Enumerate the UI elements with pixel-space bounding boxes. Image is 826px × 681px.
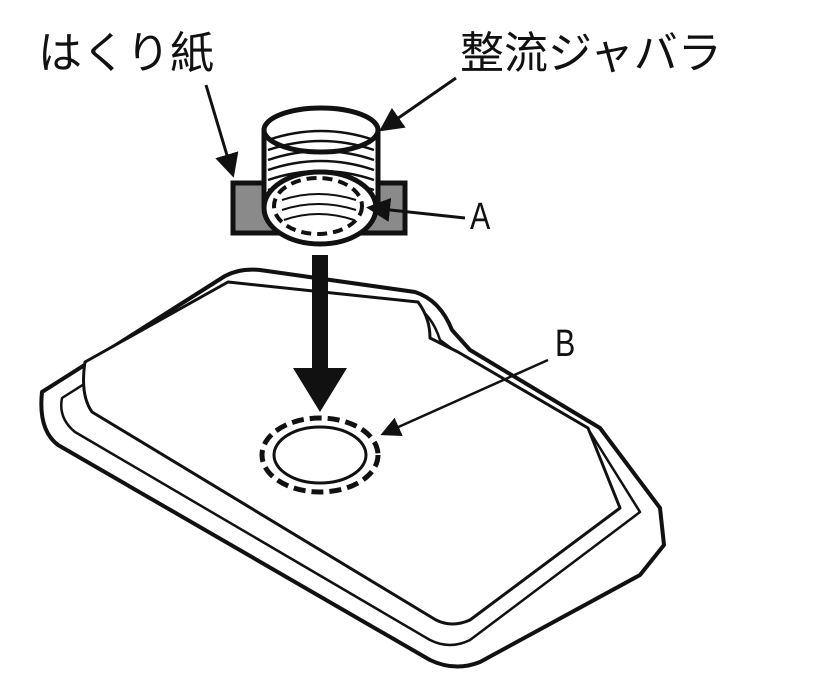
intake-hole-b [259,415,381,495]
label-b: B [555,323,576,365]
bellows-part [230,105,408,247]
leader-lines [204,76,549,436]
label-a: A [470,196,491,238]
label-bellows: 整流ジャバラ [460,28,722,79]
install-arrow [293,255,347,412]
label-release-paper: はくり紙 [38,28,214,79]
